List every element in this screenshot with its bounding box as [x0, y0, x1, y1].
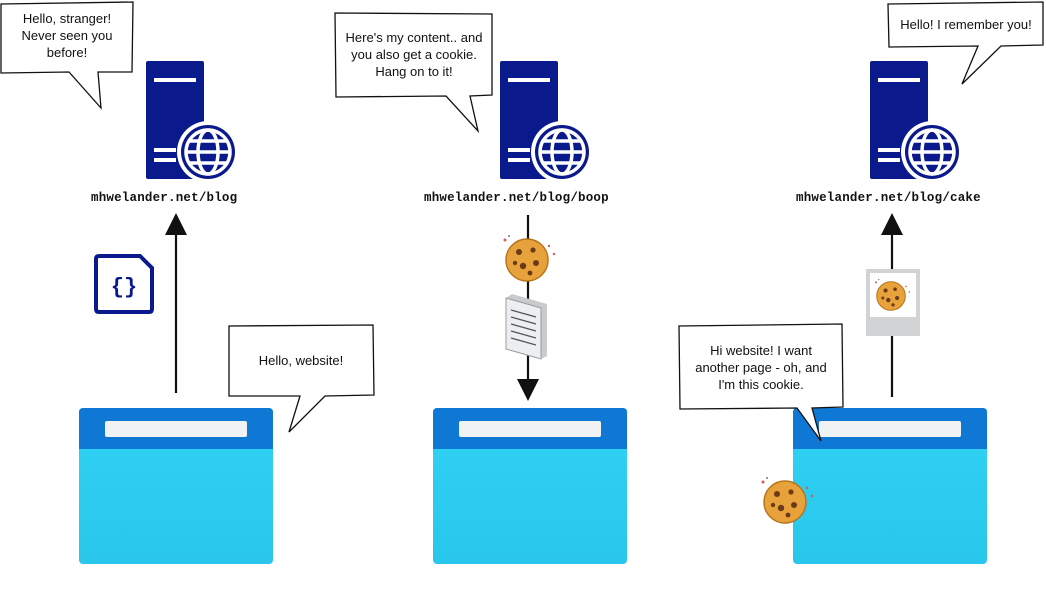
- browser-bubble-1: [228, 324, 375, 433]
- server-bubble-text-1: Hello, stranger! Never seen you before!: [4, 10, 130, 61]
- server-bubble-2: [334, 12, 493, 134]
- server-bubble-3: [887, 1, 1044, 85]
- browser-bubble-text-1: Hello, website!: [232, 352, 370, 369]
- bubble-line: you also get a cookie.: [351, 47, 477, 62]
- browser-window-icon-2: [433, 408, 627, 564]
- browser-address-bar: [819, 421, 961, 437]
- bubble-line: before!: [46, 45, 88, 60]
- bubble-line: Never seen you: [21, 28, 113, 43]
- browser-bubble-3: [678, 323, 844, 442]
- browser-address-bar: [105, 421, 247, 437]
- browser-bubble-text-3: Hi website! I want another page - oh, an…: [680, 342, 842, 393]
- photo-frame-icon: [866, 269, 920, 336]
- browser-window-icon-3: [793, 408, 987, 564]
- url-label-3: mhwelander.net/blog/cake: [796, 191, 981, 205]
- url-label-1: mhwelander.net/blog: [91, 191, 238, 205]
- bubble-line: Hello, stranger!: [22, 11, 112, 26]
- cookie-icon-3: [761, 477, 814, 524]
- bubble-line: another page - oh, and: [695, 360, 827, 375]
- server-bubble-text-2: Here's my content.. and you also get a c…: [336, 29, 492, 80]
- server-bubble-text-3: Hello! I remember you!: [889, 16, 1043, 33]
- bubble-line: Hello! I remember you!: [900, 17, 1032, 32]
- browser-window-icon-1: [79, 408, 273, 564]
- document-icon: [505, 294, 547, 360]
- server-bubble-1: [0, 1, 134, 110]
- bubble-line: Here's my content.. and: [345, 30, 483, 45]
- bubble-line: Hi website! I want: [710, 343, 812, 358]
- browser-address-bar: [459, 421, 601, 437]
- svg-text:{}: {}: [111, 275, 137, 300]
- bubble-line: Hello, website!: [258, 353, 344, 368]
- url-label-2: mhwelander.net/blog/boop: [424, 191, 609, 205]
- bubble-line: Hang on to it!: [375, 64, 453, 79]
- json-file-icon: {}: [94, 254, 154, 314]
- bubble-line: I'm this cookie.: [718, 377, 804, 392]
